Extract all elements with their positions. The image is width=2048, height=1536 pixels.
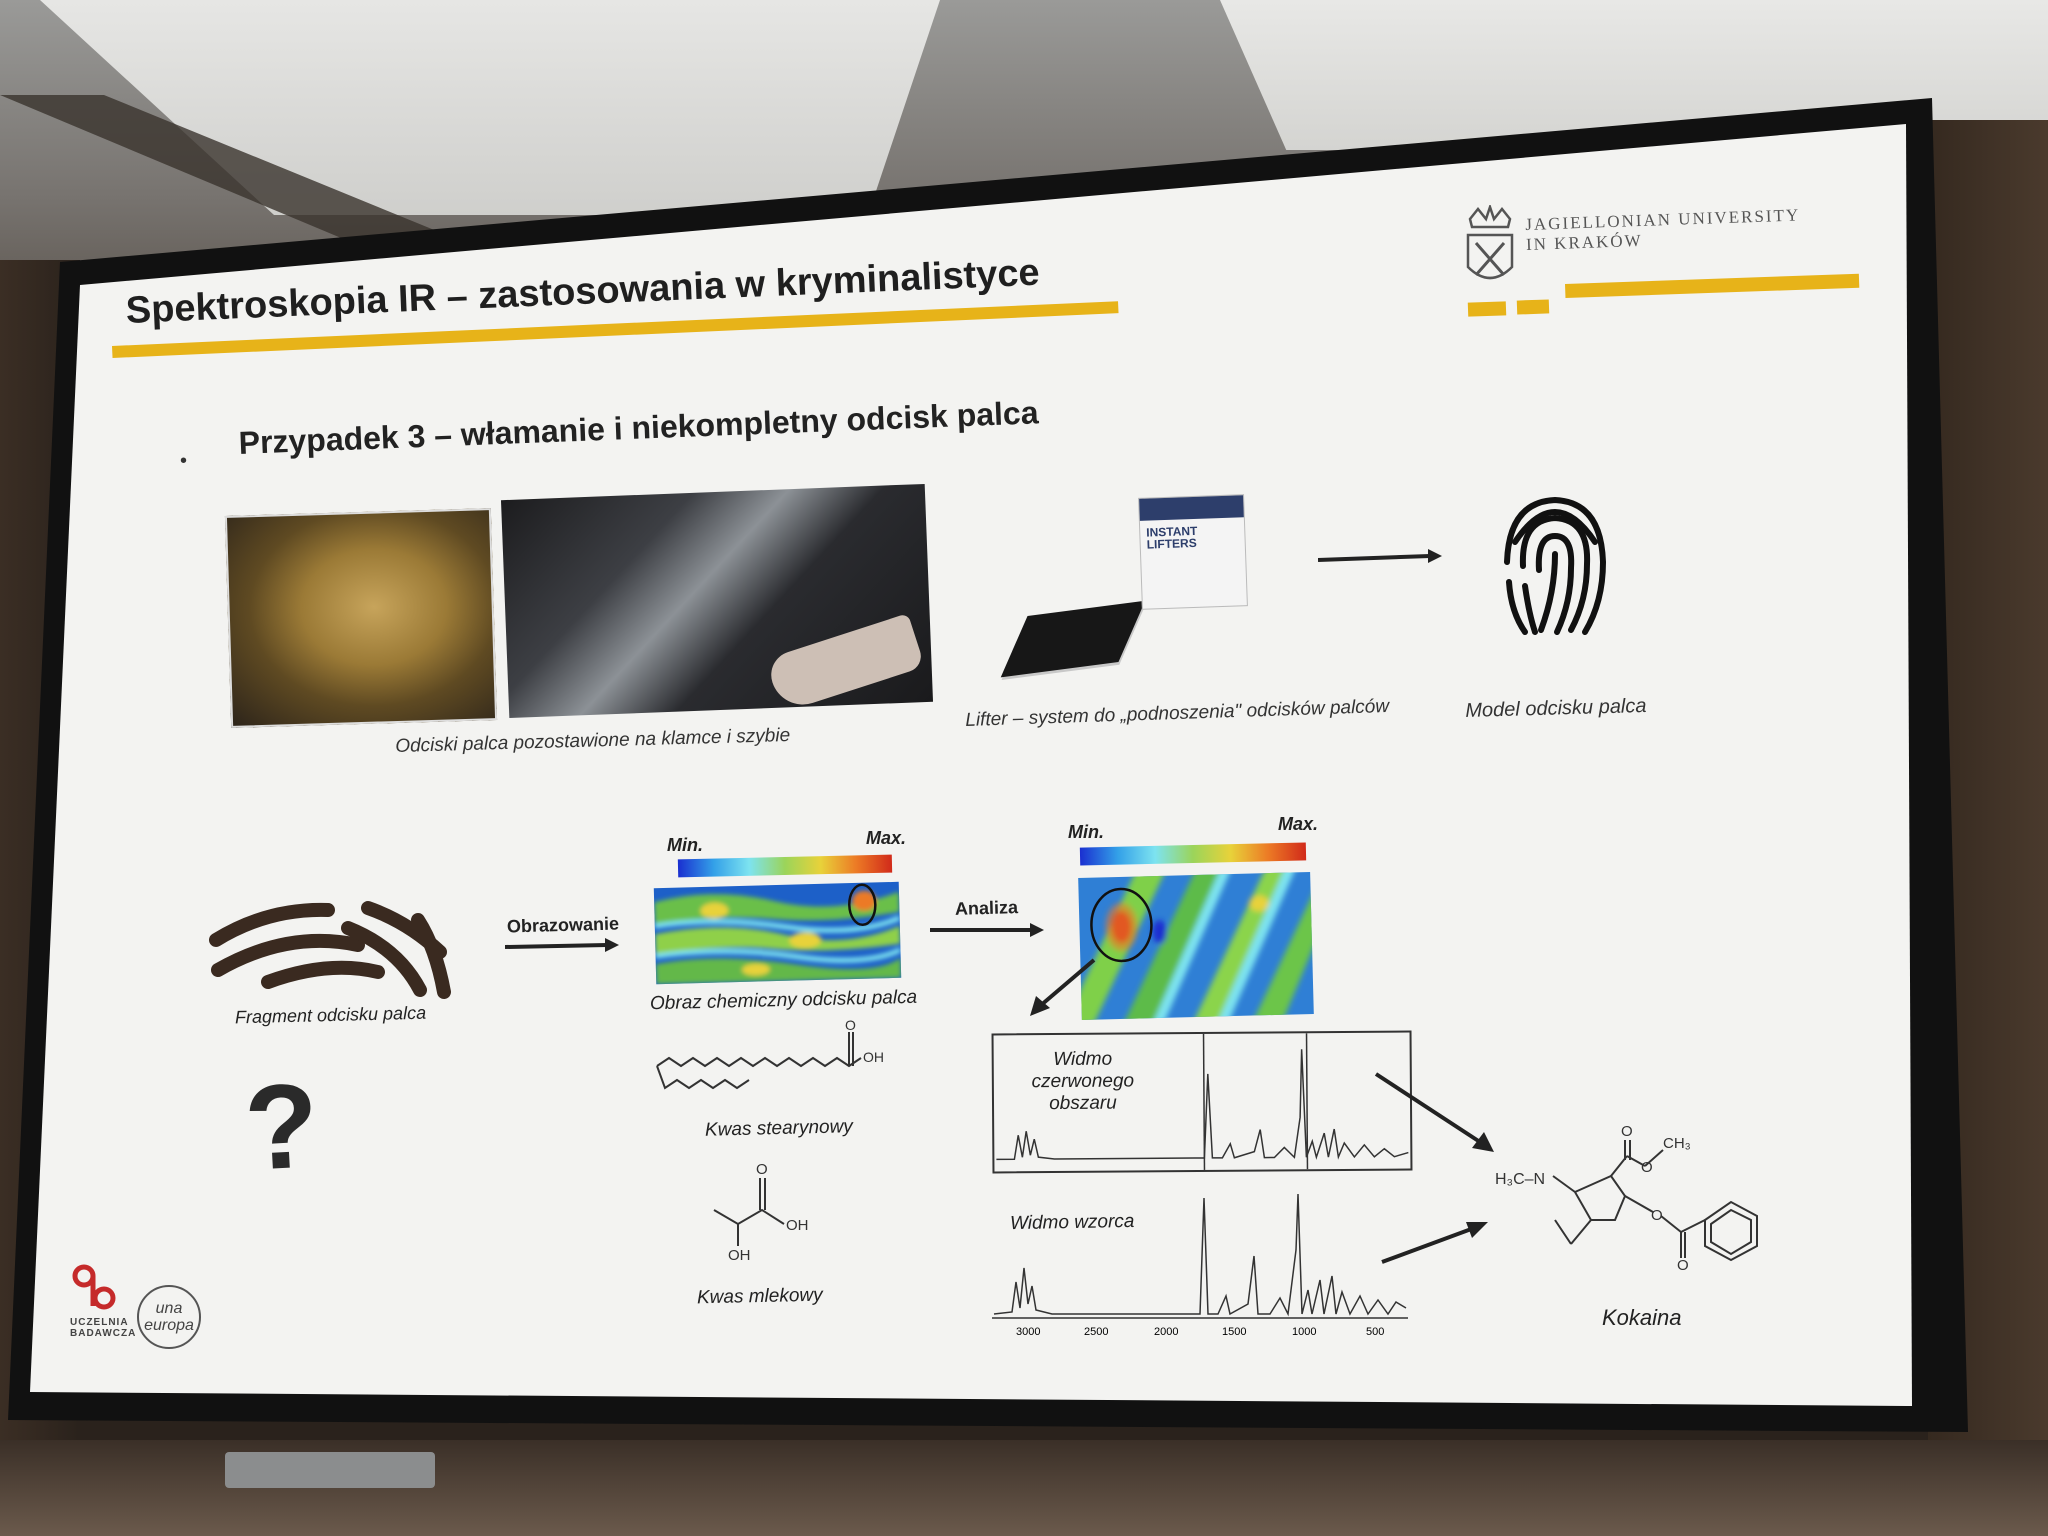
axis-tick-label: 2000 [1154,1326,1179,1338]
bullet-point: • [180,450,188,472]
colorbar-min-label: Min. [1068,822,1104,842]
fingerprint-icon [1504,496,1607,635]
arrow-right-icon [930,923,1044,937]
oxygen-label: O [1651,1207,1663,1224]
axis-tick-label: 1500 [1222,1326,1247,1338]
oxygen-label: O [1621,1123,1633,1140]
red-region-spectrum-box: Widmo czerwonego obszaru [991,1030,1413,1174]
chemical-image-map [653,881,902,985]
colorbar-max-label: Max. [1278,814,1319,834]
oxygen-label: O [1641,1159,1653,1176]
fingerprint-fragment-icon [209,901,451,999]
brand-bar [1467,301,1507,317]
stearic-acid-structure: O OH [656,1018,884,1090]
lifter-box-label: INSTANT LIFTERS [1146,524,1198,552]
ub-mark-icon [72,1264,116,1310]
axis-tick-label: 500 [1366,1326,1385,1338]
axis-tick-label: 1000 [1292,1326,1317,1338]
chemical-image-zoom [1078,871,1314,1021]
arrow-right-icon [1318,549,1442,563]
lactic-acid-structure: O OH OH [713,1161,809,1260]
uczelnia-badawcza-logo: UCZELNIA BADAWCZA [70,1262,136,1339]
lifter-box-label-line2: LIFTERS [1146,535,1197,552]
cocaine-caption: Kokaina [1602,1305,1682,1330]
axis-tick-label: 2500 [1084,1326,1109,1338]
ub-text-line1: UCZELNIA [70,1317,129,1328]
una-europa-logo: una europa [137,1285,201,1349]
imaging-label: Obrazowanie [506,913,620,937]
hydroxyl-label: OH [786,1217,809,1234]
methyl-label: CH₃ [1663,1135,1691,1152]
lectern [225,1452,435,1488]
reference-spectrum-plot [992,1193,1408,1319]
arrow-up-right-icon [1381,1222,1488,1264]
reference-spectrum-caption: Widmo wzorca [1009,1210,1135,1235]
ub-text: UCZELNIA BADAWCZA [70,1317,136,1339]
axis-tick-label: 3000 [1016,1326,1041,1338]
arrow-down-left-icon [1030,958,1096,1016]
stearic-acid-caption: Kwas stearynowy [704,1116,854,1141]
oxygen-label: O [1677,1257,1689,1270]
una-text: una [155,1300,183,1317]
hydroxyl-label: OH [728,1247,751,1260]
lactic-acid-caption: Kwas mlekowy [696,1284,823,1309]
cocaine-structure: H₃C–N O O CH₃ O O [1495,1123,1758,1270]
instant-lifters-box: INSTANT LIFTERS [1138,494,1248,610]
oxygen-label: O [756,1161,768,1178]
lifter-box-stripe [1139,495,1244,521]
brand-bar [1516,299,1550,315]
europa-text: europa [144,1317,194,1334]
colorbar-min-label: Min. [667,835,703,855]
analysis-label: Analiza [954,897,1019,919]
door-handle-photo [224,508,498,728]
oxygen-label: O [845,1018,856,1033]
red-region-spectrum-caption: Widmo czerwonego obszaru [1031,1048,1135,1115]
jagiellonian-crest-icon [1466,205,1514,280]
ub-text-line2: BADAWCZA [70,1328,137,1339]
arrow-down-right-icon [1374,1072,1494,1152]
question-mark: ? [241,1058,322,1196]
arrow-right-icon [505,938,619,952]
hydroxyl-label: OH [863,1049,884,1065]
colorbar-max-label: Max. [866,828,907,848]
methylamine-label: H₃C–N [1495,1171,1545,1188]
